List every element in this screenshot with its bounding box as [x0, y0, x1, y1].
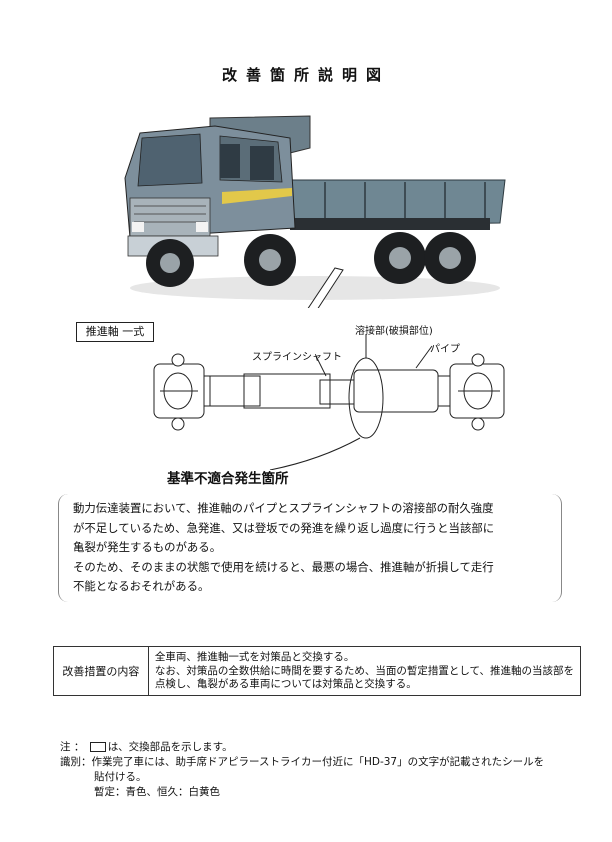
description-line: が不足しているため、急発進、又は登坂での発進を繰り返し過度に行うと当該部に [73, 520, 495, 535]
defect-location-label: 基準不適合発生箇所 [167, 471, 289, 487]
identification-row: 貼付ける。 [60, 770, 544, 785]
replacement-part-swatch-icon [89, 742, 106, 752]
identification-row: 暫定：青色、恒久：白黄色 [60, 785, 544, 800]
measures-body: 全車両、推進軸一式を対策品と交換する。 なお、対策品の全数供給に時間を要するため… [149, 647, 580, 695]
identification-text: 作業完了車には、助手席ドアピラーストライカー付近に「HD-37」の文字が記載され… [91, 756, 545, 768]
sticker-color-text: 暫定：青色、恒久：白黄色 [94, 786, 220, 798]
description-line: そのため、そのままの状態で使用を続けると、最悪の場合、推進軸が折損して走行 [73, 559, 494, 574]
measures-heading: 改善措置の内容 [54, 647, 149, 695]
description-line: 亀裂が発生するものがある。 [73, 540, 222, 554]
spline-shaft-label: スプラインシャフト [252, 352, 342, 363]
improvement-measures-table: 改善措置の内容 全車両、推進軸一式を対策品と交換する。 なお、対策品の全数供給に… [53, 646, 581, 696]
measures-line: 全車両、推進軸一式を対策品と交換する。 [154, 651, 355, 663]
description-line: 動力伝達装置において、推進軸のパイプとスプラインシャフトの溶接部の耐久強度 [73, 501, 494, 515]
note-text: は、交換部品を示します。 [107, 741, 233, 753]
note-row: 注 ： は、交換部品を示します。 [60, 740, 544, 755]
pipe-label: パイプ [430, 344, 460, 355]
weld-part-label: 溶接部(破損部位) [355, 326, 433, 337]
identification-text: 貼付ける。 [94, 771, 147, 783]
description-line: 不能となるおそれがある。 [73, 579, 210, 593]
identification-prefix: 識別： [60, 756, 92, 768]
identification-row: 識別：作業完了車には、助手席ドアピラーストライカー付近に「HD-37」の文字が記… [60, 755, 544, 770]
propeller-shaft-diagram [153, 334, 505, 470]
part-label-box: 推進軸 一式 [76, 322, 154, 342]
page-title: 改善箇所説明図 [221, 66, 390, 84]
dump-truck-illustration [124, 115, 506, 308]
measures-line: なお、対策品の全数供給に時間を要するため、当面の暫定措置として、推進軸の当該部を [154, 664, 574, 677]
measures-line: 点検し、亀裂がある車両については対策品と交換する。 [154, 678, 417, 691]
description-box: 動力伝達装置において、推進軸のパイプとスプラインシャフトの溶接部の耐久強度 が不… [58, 494, 562, 602]
notes-section: 注 ： は、交換部品を示します。 識別：作業完了車には、助手席ドアピラーストライ… [60, 740, 544, 800]
note-prefix: 注 ： [60, 741, 85, 753]
